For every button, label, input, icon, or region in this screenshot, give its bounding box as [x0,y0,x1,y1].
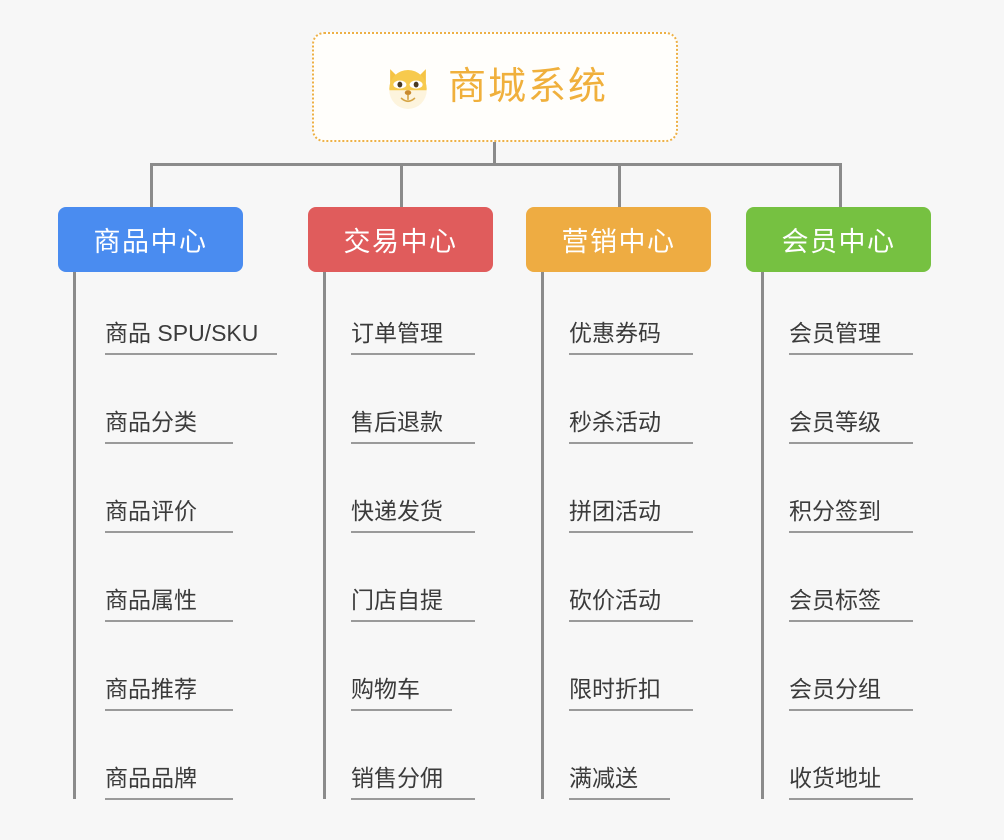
leaf-label: 满减送 [569,765,638,791]
leaf-item[interactable]: 商品 SPU/SKU [105,320,277,356]
leaf-label: 会员分组 [789,676,881,702]
leaf-item[interactable]: 销售分佣 [351,765,475,801]
leaf-label: 收货地址 [789,765,881,791]
category-header-2[interactable]: 交易中心 [308,207,493,272]
leaf-item[interactable]: 满减送 [569,765,670,801]
leaf-item[interactable]: 拼团活动 [569,498,693,534]
leaf-item[interactable]: 优惠券码 [569,320,693,356]
leaf-item[interactable]: 门店自提 [351,587,475,623]
category-header-1[interactable]: 商品中心 [58,207,243,272]
leaf-item[interactable]: 积分签到 [789,498,913,534]
leaf-label: 积分签到 [789,498,881,524]
leaf-label: 会员等级 [789,409,881,435]
connector-drop-2 [400,163,403,209]
leaf-item[interactable]: 商品分类 [105,409,233,445]
leaf-label: 售后退款 [351,409,443,435]
category-trunk-2 [323,272,326,799]
leaf-item[interactable]: 会员分组 [789,676,913,712]
root-node[interactable]: 商城系统 [312,32,678,142]
leaf-label: 门店自提 [351,587,443,613]
leaf-label: 商品属性 [105,587,197,613]
leaf-item[interactable]: 收货地址 [789,765,913,801]
leaf-item[interactable]: 会员标签 [789,587,913,623]
leaf-item[interactable]: 会员等级 [789,409,913,445]
leaf-label: 商品分类 [105,409,197,435]
category-header-label-1: 商品中心 [93,227,208,257]
leaf-label: 快递发货 [351,498,443,524]
category-header-label-2: 交易中心 [343,227,458,257]
leaf-item[interactable]: 商品推荐 [105,676,233,712]
leaf-label: 商品 SPU/SKU [105,320,259,346]
leaf-label: 拼团活动 [569,498,661,524]
category-header-4[interactable]: 会员中心 [746,207,931,272]
connector-root-stem [493,142,496,166]
leaf-item[interactable]: 限时折扣 [569,676,693,712]
leaf-item[interactable]: 快递发货 [351,498,475,534]
leaf-label: 砍价活动 [569,587,661,613]
leaf-item[interactable]: 售后退款 [351,409,475,445]
leaf-label: 销售分佣 [351,765,443,791]
leaf-item[interactable]: 订单管理 [351,320,475,356]
leaf-label: 商品评价 [105,498,197,524]
connector-horizontal-bus [150,163,842,166]
root-title: 商城系统 [447,66,608,108]
leaf-label: 秒杀活动 [569,409,661,435]
connector-drop-3 [618,163,621,209]
leaf-item[interactable]: 砍价活动 [569,587,693,623]
leaf-item[interactable]: 商品品牌 [105,765,233,801]
leaf-item[interactable]: 秒杀活动 [569,409,693,445]
leaf-label: 会员管理 [789,320,881,346]
connector-drop-1 [150,163,153,209]
leaf-label: 会员标签 [789,587,881,613]
leaf-item[interactable]: 会员管理 [789,320,913,356]
leaf-label: 购物车 [351,676,420,702]
category-trunk-4 [761,272,764,799]
leaf-item[interactable]: 购物车 [351,676,452,712]
connector-drop-4 [839,163,842,209]
category-header-3[interactable]: 营销中心 [526,207,711,272]
leaf-label: 订单管理 [351,320,443,346]
leaf-label: 优惠券码 [569,320,661,346]
dog-face-icon [382,61,434,113]
category-trunk-3 [541,272,544,799]
category-header-label-3: 营销中心 [561,227,676,257]
leaf-item[interactable]: 商品属性 [105,587,233,623]
leaf-label: 商品品牌 [105,765,197,791]
leaf-label: 商品推荐 [105,676,197,702]
leaf-item[interactable]: 商品评价 [105,498,233,534]
leaf-label: 限时折扣 [569,676,661,702]
category-trunk-1 [73,272,76,799]
category-header-label-4: 会员中心 [781,227,896,257]
